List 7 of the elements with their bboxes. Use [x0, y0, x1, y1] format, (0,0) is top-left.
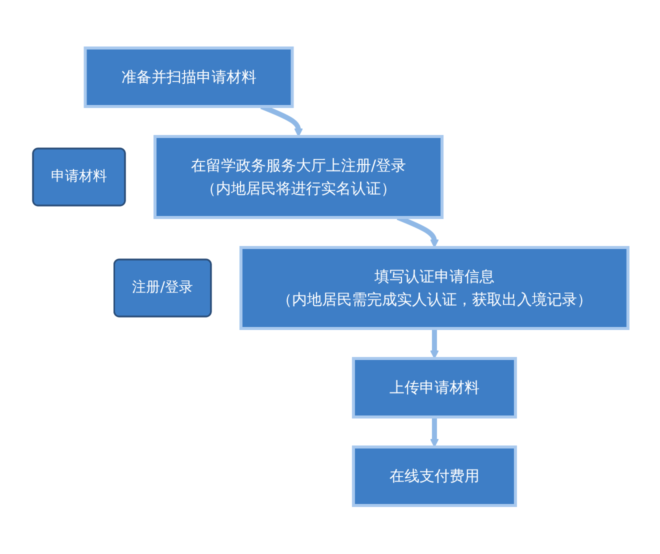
node-box: 上传申请材料 — [351, 357, 516, 419]
arrow — [430, 417, 438, 448]
node-box: 在留学政务服务大厅上注册/登录 （内地居民将进行实名认证） — [153, 135, 444, 220]
node-box: 在线支付费用 — [351, 446, 516, 508]
node-box: 填写认证申请信息 （内地居民需完成实人认证，获取出入境记录） — [238, 246, 629, 330]
arrow — [430, 328, 438, 360]
node-box: 准备并扫描申请材料 — [83, 46, 294, 108]
